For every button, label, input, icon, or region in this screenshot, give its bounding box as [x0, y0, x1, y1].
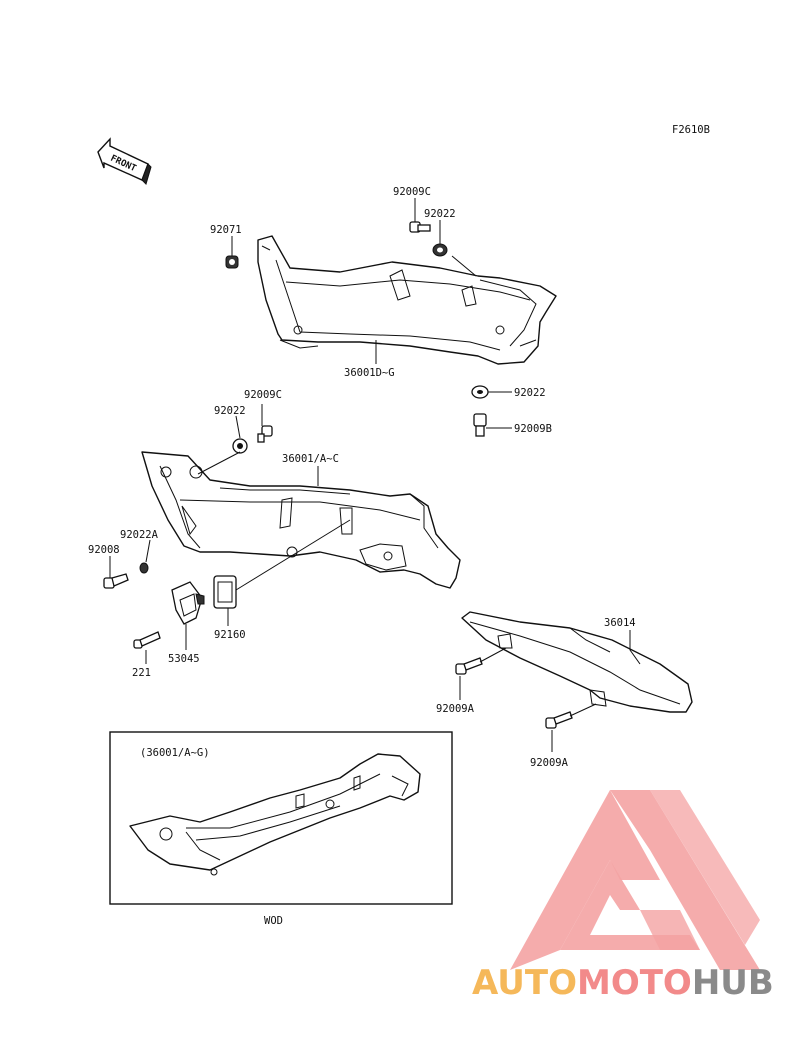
- inset-caption: (36001/A~G): [140, 747, 210, 759]
- label-92160: 92160: [214, 629, 246, 641]
- upper-side-cover: [257, 235, 557, 365]
- label-92009C-top: 92009C: [393, 186, 431, 198]
- bolt-92009B: [473, 413, 487, 437]
- watermark-auto: AUTO: [472, 963, 577, 1003]
- clip-53045: [171, 581, 205, 625]
- label-36001-A-C: 36001/A~C: [282, 453, 339, 465]
- label-36014: 36014: [604, 617, 636, 629]
- bolt-92009C-left: [257, 425, 273, 443]
- label-53045: 53045: [168, 653, 200, 665]
- inset-note: WOD: [264, 915, 283, 927]
- watermark-hub: HUB: [692, 963, 774, 1003]
- label-92009C-left: 92009C: [244, 389, 282, 401]
- watermark-moto: MOTO: [577, 963, 692, 1003]
- label-92008: 92008: [88, 544, 120, 556]
- bolt-92009A-1: [455, 657, 483, 675]
- label-92022-left: 92022: [214, 405, 246, 417]
- bolt-92009C-top: [409, 221, 431, 233]
- washer-92022-top: [432, 243, 448, 257]
- lower-side-cover: [141, 451, 461, 589]
- label-92009A-2: 92009A: [530, 757, 569, 769]
- washer-92022-left: [232, 438, 248, 454]
- inset-box: (36001/A~G): [109, 731, 453, 905]
- screw-221: [133, 631, 161, 649]
- label-92071: 92071: [210, 224, 242, 236]
- watermark-text: AUTOMOTOHUB: [472, 963, 774, 1003]
- label-92022A: 92022A: [120, 529, 159, 541]
- label-92009A-1: 92009A: [436, 703, 475, 715]
- front-arrow-icon: FRONT: [97, 137, 152, 185]
- watermark-logo-icon: [510, 790, 760, 970]
- label-221: 221: [132, 667, 151, 679]
- label-36001D-G: 36001D~G: [344, 367, 395, 379]
- screw-92071: [225, 255, 239, 269]
- label-92022-mid: 92022: [514, 387, 546, 399]
- bolt-92009A-2: [545, 711, 573, 729]
- diagram-code: F2610B: [672, 124, 710, 136]
- label-92009B: 92009B: [514, 423, 552, 435]
- washer-92022A: [139, 562, 149, 574]
- washer-92022-mid: [471, 385, 489, 399]
- damper-92160: [213, 575, 237, 609]
- chain-cover: [461, 611, 693, 713]
- bolt-92008: [103, 573, 129, 589]
- label-92022-top: 92022: [424, 208, 456, 220]
